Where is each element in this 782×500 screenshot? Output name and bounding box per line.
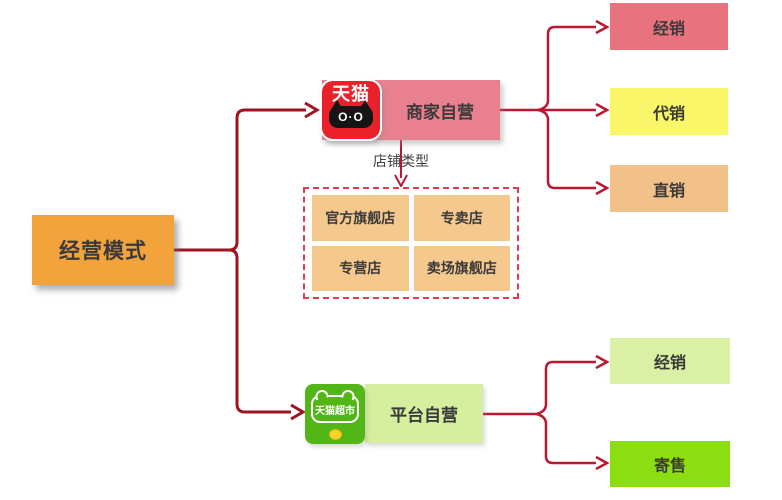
tmall-logo-icon: 天猫 O·O: [320, 79, 382, 141]
tree-connectors: [174, 101, 320, 421]
store-type-official-flagship: 官方旗舰店: [312, 195, 409, 241]
arrowhead-platform: [290, 403, 306, 421]
arrowhead-daixiao: [595, 102, 610, 118]
supermarket-coin-icon: [329, 429, 342, 440]
platform-self-operated-node: 平台自营: [365, 384, 483, 443]
tmall-supermarket-logo-icon: 天猫超市: [305, 384, 365, 444]
connector-merchant-jingxiao: [537, 25, 596, 112]
supermarket-brand-text: 天猫超市: [315, 405, 355, 417]
arrowhead-platform-jishou: [595, 455, 610, 471]
mode-jingxiao-merchant: 经销: [610, 3, 728, 50]
mode-jishou: 寄售: [610, 441, 730, 487]
connector-root-to-merchant: [174, 108, 306, 252]
store-type-franchise: 专营店: [312, 245, 409, 291]
store-type-exclusive: 专卖店: [413, 195, 510, 241]
arrowhead-platform-jingxiao: [595, 354, 610, 370]
root-node-business-model: 经营模式: [32, 215, 174, 285]
mode-jingxiao-platform: 经销: [610, 338, 730, 384]
mode-zhixiao: 直销: [610, 165, 728, 212]
arrowhead-zhixiao: [595, 180, 610, 196]
arrowhead-jingxiao: [595, 19, 610, 35]
tmall-cat-eyes: O·O: [338, 110, 364, 124]
tmall-cat-face-icon: O·O: [329, 100, 373, 128]
connector-root-to-platform: [228, 248, 291, 414]
connector-platform-jishou: [535, 412, 596, 465]
store-type-group: 官方旗舰店 专卖店 专营店 卖场旗舰店: [303, 187, 519, 299]
store-type-label: 店铺类型: [373, 153, 429, 169]
connector-platform-jingxiao: [535, 360, 596, 416]
mode-daixiao: 代销: [610, 88, 728, 135]
branch-connectors: [394, 19, 610, 471]
store-type-marketplace-flagship: 卖场旗舰店: [413, 245, 510, 291]
supermarket-cat-outline-icon: 天猫超市: [311, 395, 359, 423]
tmall-brand-text: 天猫: [332, 84, 370, 104]
arrowhead-merchant: [304, 101, 320, 119]
connector-merchant-zhixiao: [537, 108, 596, 190]
arrowhead-store-types: [394, 174, 408, 189]
